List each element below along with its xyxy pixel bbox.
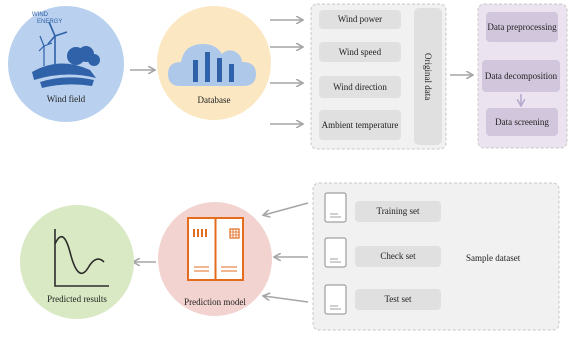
processing-item-preprocessing: Data preprocessing [486, 12, 558, 42]
wind-energy-logo [32, 21, 100, 88]
processing-item-screening: Data screening [486, 108, 558, 136]
logo-text-wind: WIND [32, 12, 48, 18]
sample-dataset-title: Sample dataset [466, 253, 521, 263]
line-chart-icon [54, 229, 109, 287]
prediction-model-label: Prediction model [184, 297, 246, 307]
original-data-item-ambient-temperature: Ambient temperature [319, 110, 401, 140]
processing-item-decomposition: Data decomposition [482, 60, 560, 92]
arrows-database-to-original-data [270, 20, 302, 124]
original-data-item-wind-speed: Wind speed [319, 42, 401, 62]
sample-dataset-item-training: Training set [355, 201, 441, 222]
database-label: Database [197, 95, 231, 105]
wind-energy-logo-text: WIND ENERGY [32, 12, 72, 26]
sample-dataset-item-test: Test set [355, 289, 441, 310]
prediction-model-node [158, 202, 272, 316]
logo-text-energy: ENERGY [37, 19, 63, 25]
sample-dataset-item-check: Check set [355, 246, 441, 267]
cabinet-icon [187, 217, 244, 281]
cloud-database-icon [168, 44, 256, 86]
wind-field-label: Wind field [46, 94, 86, 104]
document-icons [324, 192, 347, 315]
wind-field-node [8, 6, 124, 122]
predicted-results-node [20, 205, 134, 319]
predicted-results-label: Predicted results [47, 294, 107, 304]
original-data-item-wind-direction: Wind direction [319, 76, 401, 98]
original-data-title: Original data [423, 52, 433, 101]
original-data-item-wind-power: Wind power [319, 10, 401, 29]
arrows-dataset-to-model [264, 202, 309, 303]
original-data-bar [414, 8, 442, 145]
database-node [157, 6, 271, 120]
